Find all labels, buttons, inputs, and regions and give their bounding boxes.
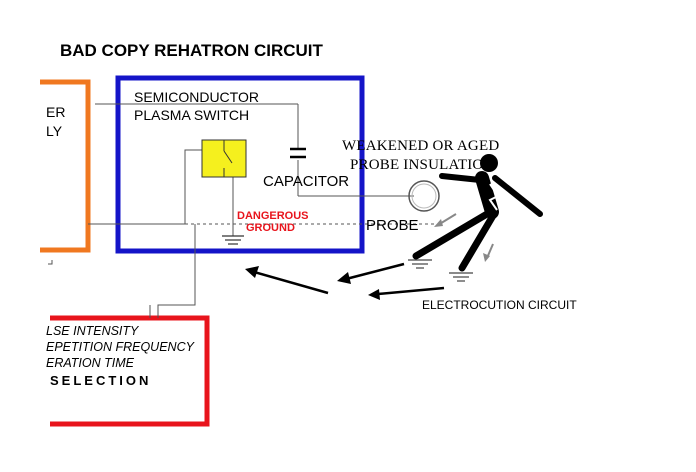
probe-icon [408, 180, 440, 212]
dangerous-ground-label-1: DANGEROUS [237, 210, 309, 222]
foot-ground-icon [408, 259, 473, 282]
power-supply-label-2: LY [46, 123, 63, 139]
control-label-1: LSE INTENSITY [46, 324, 139, 338]
ground-icon [222, 235, 244, 245]
capacitor-label: CAPACITOR [263, 173, 350, 190]
control-label-2: EPETITION FREQUENCY [46, 340, 194, 354]
diagram-title: BAD COPY REHATRON CIRCUIT [60, 41, 323, 60]
person-icon [412, 154, 543, 272]
return-arrows [245, 262, 445, 300]
dangerous-ground-label-2: GROUND [246, 222, 295, 234]
insulation-label-2: PROBE INSULATION [350, 157, 495, 173]
power-supply-box [40, 79, 91, 253]
power-supply-label-1: ER [46, 104, 66, 120]
electrocution-label: ELECTROCUTION CIRCUIT [422, 298, 577, 312]
switch-enclosure [115, 75, 365, 254]
control-label-4: SELECTION [50, 373, 152, 388]
switch-label-1: SEMICONDUCTOR [134, 89, 259, 105]
control-box [50, 315, 210, 427]
control-label-3: ERATION TIME [46, 356, 134, 370]
probe-label: PROBE [366, 217, 419, 234]
switch-label-2: PLASMA SWITCH [134, 107, 250, 123]
insulation-label-1: WEAKENED OR AGED [342, 138, 500, 154]
